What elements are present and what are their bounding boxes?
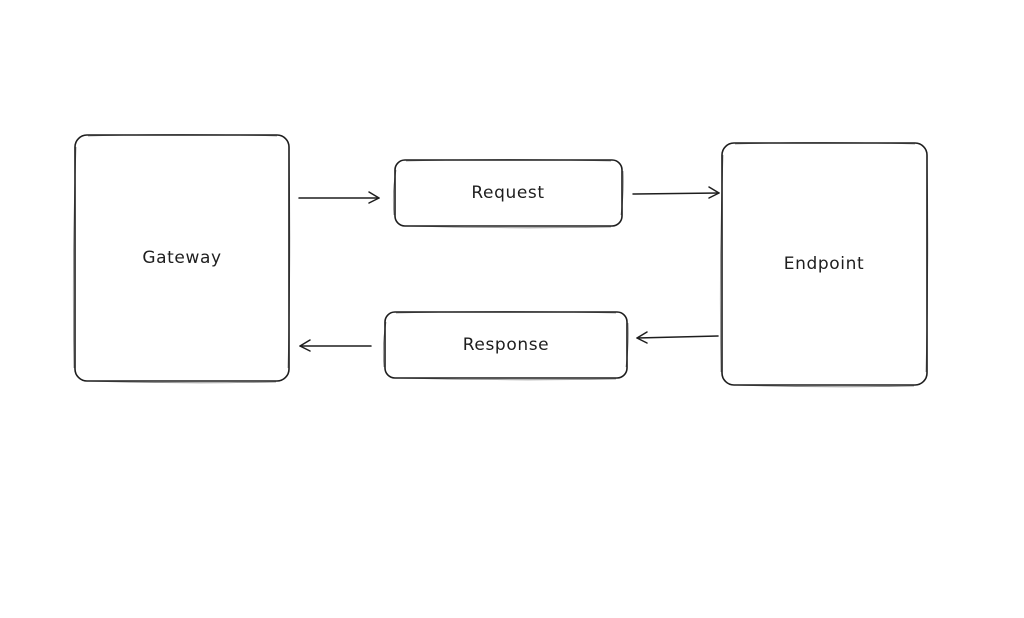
arrow-endpoint-to-response-shaft xyxy=(636,335,719,339)
arrow-gateway-to-request xyxy=(298,191,380,204)
endpoint-box xyxy=(721,142,928,386)
endpoint-box-sketch xyxy=(719,142,929,388)
request-label: Request xyxy=(471,183,544,203)
endpoint-node[interactable]: Endpoint xyxy=(719,142,929,388)
arrow-request-to-endpoint-head xyxy=(708,186,720,199)
arrow-endpoint-to-response-head xyxy=(636,331,648,344)
arrow-response-to-gateway-head xyxy=(299,339,311,352)
response-label: Response xyxy=(463,335,549,355)
gateway-box xyxy=(74,134,290,382)
arrow-request-to-endpoint-shaft xyxy=(632,192,720,195)
response-box-sketch xyxy=(382,311,629,381)
request-box xyxy=(394,159,623,227)
gateway-node[interactable]: Gateway xyxy=(72,134,291,384)
arrow-request-to-endpoint xyxy=(632,186,720,199)
arrow-endpoint-to-response xyxy=(636,331,719,344)
response-node[interactable]: Response xyxy=(382,311,629,381)
gateway-box-sketch xyxy=(72,134,291,384)
gateway-label: Gateway xyxy=(142,248,221,268)
response-box xyxy=(384,311,628,379)
endpoint-label: Endpoint xyxy=(784,254,864,274)
arrow-response-to-gateway xyxy=(299,339,372,352)
arrow-gateway-to-request-head xyxy=(368,191,380,204)
request-node[interactable]: Request xyxy=(392,159,624,229)
request-box-sketch xyxy=(392,159,624,229)
